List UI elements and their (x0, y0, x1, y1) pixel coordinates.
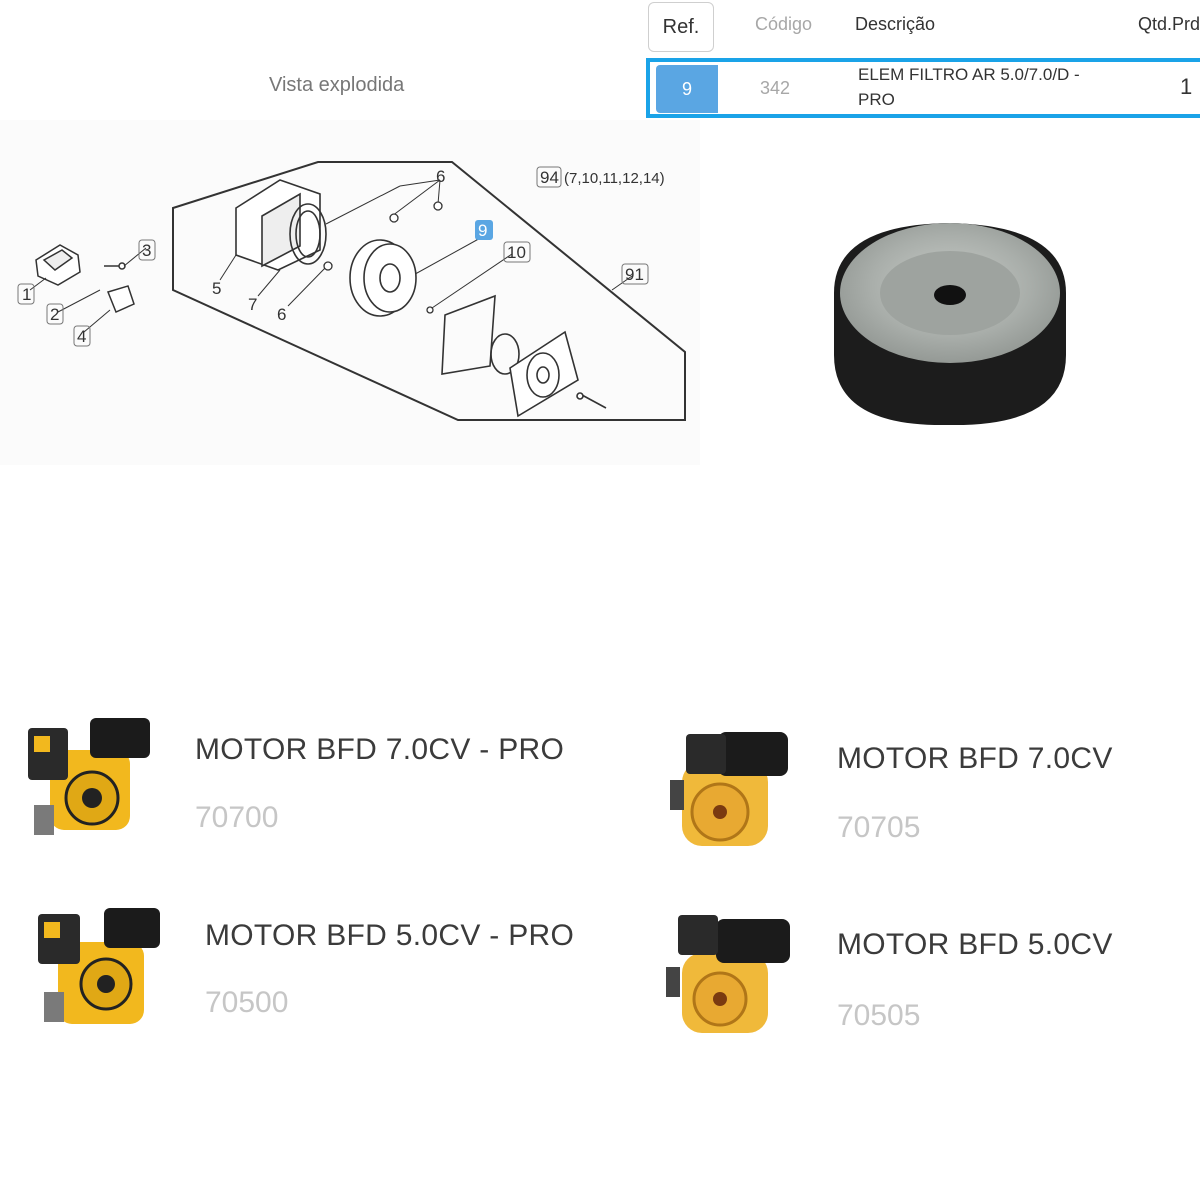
diagram-kit-items: (7,10,11,12,14) (564, 170, 665, 187)
diagram-label-2: 2 (50, 305, 59, 324)
product-code: 70700 (195, 801, 279, 834)
air-filter-photo (828, 215, 1073, 430)
diagram-label-1: 1 (22, 285, 31, 304)
exploded-view-label: Vista explodida (269, 74, 405, 96)
product-code: 70505 (837, 999, 921, 1032)
product-name[interactable]: MOTOR BFD 5.0CV - PRO (205, 919, 575, 952)
exploded-view-diagram: 1 2 3 4 5 6 6 7 9 10 91 94 (7,10,11,12,1… (0, 120, 700, 465)
diagram-label-7: 7 (248, 295, 257, 314)
product-code: 70500 (205, 986, 289, 1019)
diagram-label-6a: 6 (436, 167, 445, 186)
qtd-column-header: Qtd.Prd (1138, 14, 1200, 34)
diagram-label-10: 10 (507, 243, 526, 262)
engine-photo (30, 900, 165, 1035)
engine-photo (660, 720, 795, 855)
product-name[interactable]: MOTOR BFD 7.0CV (837, 742, 1113, 775)
product-name[interactable]: MOTOR BFD 7.0CV - PRO (195, 733, 565, 766)
part-description-line1: ELEM FILTRO AR 5.0/7.0/D - (858, 65, 1080, 84)
part-quantity: 1 (1180, 74, 1193, 99)
engine-photo (20, 710, 155, 845)
diagram-label-4: 4 (77, 327, 86, 346)
diagram-kit-number: 94 (540, 168, 559, 187)
diagram-label-5: 5 (212, 279, 221, 298)
part-description-line2: PRO (858, 90, 895, 109)
product-code: 70705 (837, 811, 921, 844)
codigo-column-header: Código (755, 14, 813, 34)
descricao-column-header: Descrição (855, 14, 936, 34)
engine-photo (660, 905, 795, 1040)
ref-column-header[interactable]: Ref. (648, 2, 714, 52)
diagram-label-9-highlighted[interactable]: 9 (478, 221, 487, 240)
diagram-label-3: 3 (142, 241, 151, 260)
part-code: 342 (760, 78, 791, 98)
product-name[interactable]: MOTOR BFD 5.0CV (837, 928, 1113, 961)
selected-part-row[interactable]: 9 342 ELEM FILTRO AR 5.0/7.0/D - PRO 1 (646, 58, 1200, 118)
part-description: ELEM FILTRO AR 5.0/7.0/D - PRO (858, 62, 1118, 112)
diagram-label-91: 91 (625, 265, 644, 284)
diagram-label-6b: 6 (277, 305, 286, 324)
ref-badge: 9 (656, 65, 718, 113)
